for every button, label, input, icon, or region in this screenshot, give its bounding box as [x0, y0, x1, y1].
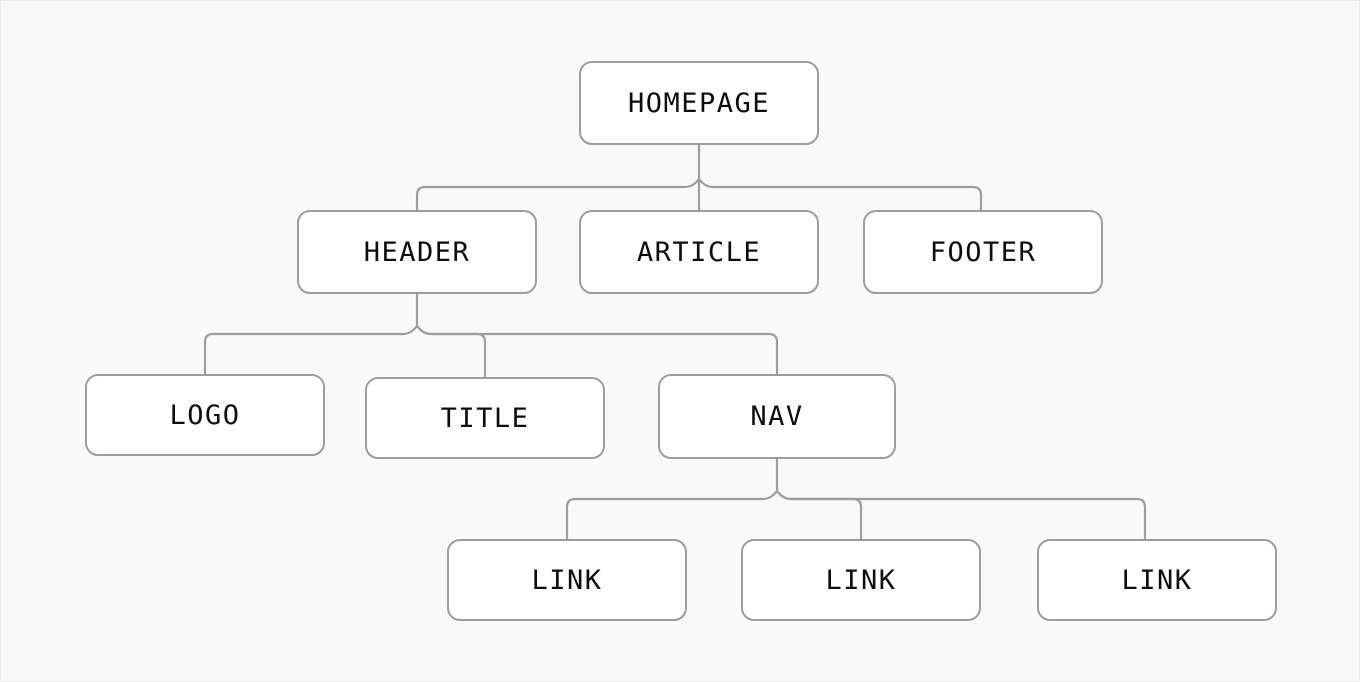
edge-homepage-footer	[698, 178, 983, 210]
edge-header-logo	[203, 325, 418, 374]
node-title[interactable]: TITLE	[365, 377, 605, 459]
node-link-3[interactable]: LINK	[1037, 539, 1277, 621]
node-link-2-label: LINK	[825, 564, 897, 596]
node-link-2[interactable]: LINK	[741, 539, 981, 621]
edge-nav-link-2	[776, 490, 863, 539]
node-homepage-label: HOMEPAGE	[627, 87, 771, 119]
node-article-label: ARTICLE	[636, 236, 762, 268]
node-footer-label: FOOTER	[929, 236, 1037, 268]
node-article[interactable]: ARTICLE	[579, 210, 819, 294]
node-link-3-label: LINK	[1121, 564, 1193, 596]
node-logo-label: LOGO	[169, 399, 241, 431]
node-homepage[interactable]: HOMEPAGE	[579, 61, 819, 145]
node-link-1-label: LINK	[531, 564, 603, 596]
node-header[interactable]: HEADER	[297, 210, 537, 294]
edge-header-title	[416, 325, 487, 377]
node-title-label: TITLE	[440, 402, 530, 434]
node-nav[interactable]: NAV	[658, 374, 896, 459]
node-logo[interactable]: LOGO	[85, 374, 325, 456]
node-link-1[interactable]: LINK	[447, 539, 687, 621]
edge-header-nav	[416, 325, 779, 374]
node-nav-label: NAV	[750, 401, 804, 432]
edge-nav-link-3	[776, 490, 1147, 539]
edge-nav-link-1	[565, 490, 778, 539]
node-footer[interactable]: FOOTER	[863, 210, 1103, 294]
edge-homepage-header	[415, 178, 700, 210]
node-header-label: HEADER	[363, 236, 471, 268]
